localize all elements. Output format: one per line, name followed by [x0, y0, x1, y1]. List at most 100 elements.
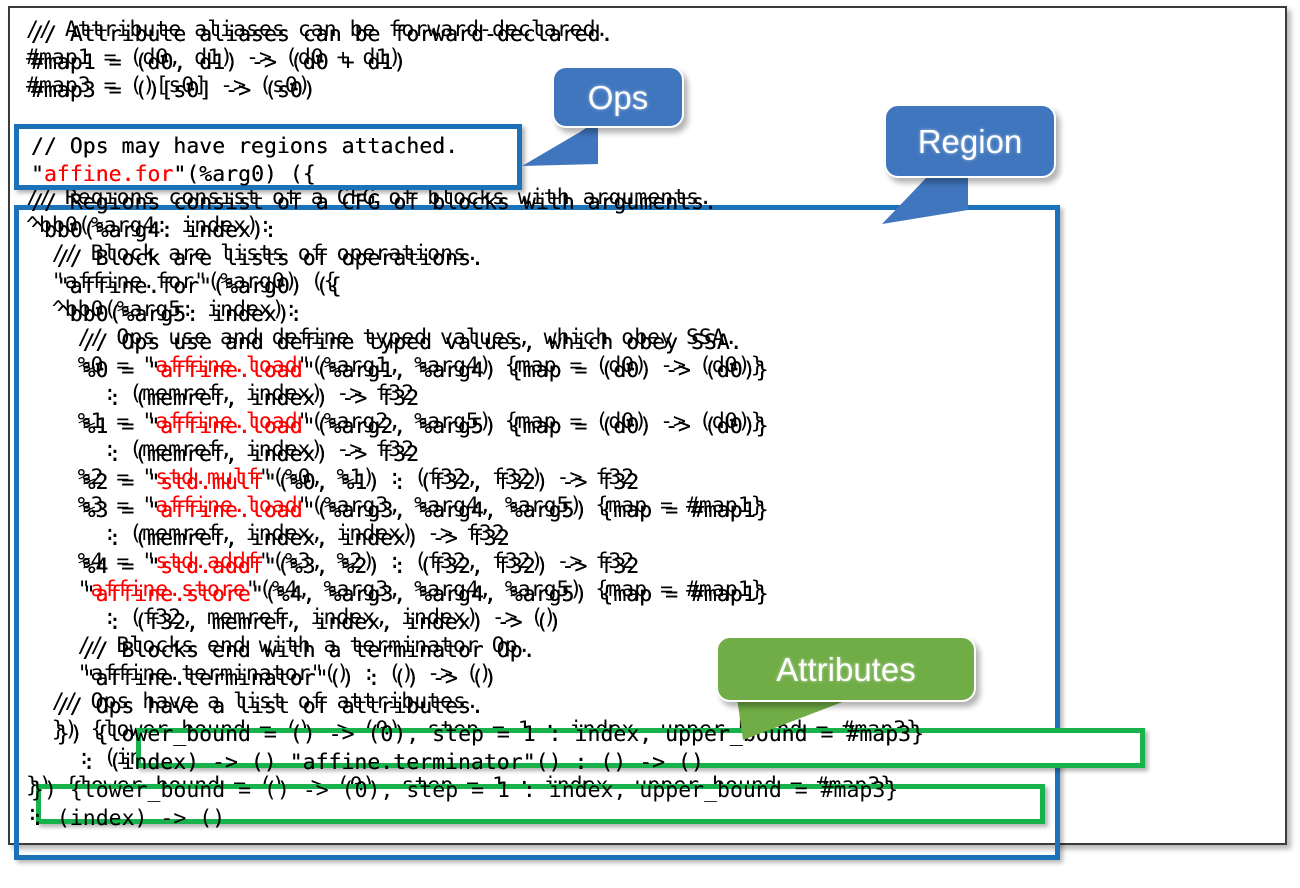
code-line: : (memref, index, index) -> f32: [108, 525, 509, 553]
code-line: %1 = "affine.load"(%arg2, %arg5) {map = …: [83, 413, 769, 441]
op-name: std.mulf: [160, 470, 264, 495]
code-text: "affine.terminator"() : () -> (): [77, 661, 492, 686]
op-name: std.mulf: [160, 470, 264, 495]
code-line: "affine.terminator"() : () -> (): [83, 665, 497, 693]
attributes-callout: Attributes: [716, 636, 976, 702]
code-text: // Ops use and define typed values, whic…: [82, 330, 743, 355]
code-text: ": [77, 577, 91, 602]
code-text: #map1 = (d0, d1) -> (d0 + d1): [26, 45, 402, 70]
code-line: // Block are lists of operations.: [52, 240, 479, 268]
code-line: : (memref, index) -> f32: [108, 385, 419, 413]
op-name: affine.load: [155, 493, 298, 518]
code-text: %4 = ": [77, 549, 156, 574]
code-text: // Ops have a list of attributes.: [56, 694, 484, 719]
code-text: #map1 = (d0, d1) -> (d0 + d1): [31, 50, 407, 75]
code-line: %1 = "affine.load"(%arg2, %arg5) {map = …: [78, 408, 764, 436]
code-text: "(%4, %arg3, %arg4, %arg5) {map = #map1}: [250, 582, 769, 607]
code-text: "(%arg1, %arg4) {map = (d0) -> (d0)}: [297, 353, 764, 378]
code-line: %3 = "affine.load"(%arg3, %arg4, %arg5) …: [83, 497, 769, 525]
code-line: // Ops have a list of attributes.: [57, 693, 484, 721]
code-text: // Block are lists of operations.: [51, 241, 479, 266]
code-line: : (memref, index, index) -> f32: [108, 525, 509, 553]
code-text: // Ops may have regions attached.: [31, 134, 459, 159]
code-text: : (memref, index) -> f32: [108, 386, 420, 411]
code-text: %2 = ": [77, 465, 156, 490]
code-text: : (memref, index, index) -> f32: [108, 526, 510, 551]
code-line: : (memref, index) -> f32: [108, 385, 419, 413]
op-name: affine.load: [160, 498, 303, 523]
code-text: ^bb0(%arg4: index):: [31, 218, 277, 243]
op-name: affine.load: [160, 358, 303, 383]
code-text: %2 = ": [82, 470, 161, 495]
code-text: %0 = ": [82, 358, 161, 383]
code-text: %1 = ": [82, 414, 161, 439]
code-line: // Blocks end with a terminator Op.: [83, 637, 536, 665]
code-text: "(%arg1, %arg4) {map = (d0) -> (d0)}: [302, 358, 769, 383]
code-line: : (memref, index) -> f32: [108, 441, 419, 469]
code-line: ^bb0(%arg4: index):: [31, 217, 277, 245]
code-line: ^bb0(%arg5: index):: [57, 301, 303, 329]
code-line: : (f32, memref, index, index) -> (): [108, 609, 561, 637]
code-text: %3 = ": [77, 493, 156, 518]
op-name: affine.load: [160, 498, 303, 523]
code-line: : (index) -> (): [31, 805, 225, 833]
code-text: "(%arg3, %arg4, %arg5) {map = #map1}: [297, 493, 764, 518]
code-text: %0 = ": [82, 358, 161, 383]
code-line: : (memref, index) -> f32: [103, 380, 414, 408]
code-text: "(%0, %1) : (f32, f32) -> f32: [263, 470, 640, 495]
code-line: // Block are lists of operations.: [57, 245, 484, 273]
code-line: // Ops may have regions attached.: [31, 133, 458, 161]
code-line: // Regions consist of a CFG of blocks wi…: [31, 189, 717, 217]
code-text: ^bb0(%arg5: index):: [56, 302, 303, 327]
code-line: ^bb0(%arg5: index):: [57, 301, 303, 329]
code-text: ": [82, 582, 96, 607]
code-line: // Attribute aliases can be forward-decl…: [31, 21, 613, 49]
code-line: : (memref, index) -> f32: [108, 441, 419, 469]
code-text: %1 = ": [82, 414, 161, 439]
code-line: ^bb0(%arg4: index):: [31, 217, 277, 245]
code-line: %0 = "affine.load"(%arg1, %arg4) {map = …: [83, 357, 769, 385]
code-text: : (index) -> () "affine.terminator"() : …: [82, 750, 704, 775]
code-text: // Blocks end with a terminator Op.: [82, 638, 536, 663]
code-text: : (f32, memref, index, index) -> (): [108, 610, 562, 635]
code-text: "(%arg2, %arg5) {map = (d0) -> (d0)}: [297, 409, 764, 434]
code-text: %2 = ": [82, 470, 161, 495]
code-text: : (memref, index) -> f32: [103, 381, 415, 406]
code-line: #map3 = ()[s0] -> (s0): [31, 77, 316, 105]
code-line: // Regions consist of a CFG of blocks wi…: [31, 189, 717, 217]
op-name: affine.load: [160, 414, 303, 439]
code-text: // Attribute aliases can be forward-decl…: [31, 22, 614, 47]
code-text: }) {lower_bound = () -> (0), step = 1 : …: [56, 722, 925, 747]
code-line: %0 = "affine.load"(%arg1, %arg4) {map = …: [83, 357, 769, 385]
code-line: %3 = "affine.load"(%arg3, %arg4, %arg5) …: [78, 492, 764, 520]
code-text: // Block are lists of operations.: [56, 246, 484, 271]
code-text: "(%arg1, %arg4) {map = (d0) -> (d0)}: [302, 358, 769, 383]
code-line: "affine.store"(%4, %arg3, %arg4, %arg5) …: [83, 581, 769, 609]
code-text: }) {lower_bound = () -> (0), step = 1 : …: [56, 722, 925, 747]
code-text: // Blocks end with a terminator Op.: [77, 633, 531, 658]
code-line: #map1 = (d0, d1) -> (d0 + d1): [31, 49, 406, 77]
code-line: // Attribute aliases can be forward-decl…: [26, 16, 608, 44]
code-line: // Blocks end with a terminator Op.: [83, 637, 536, 665]
code-line: "affine.for"(%arg0) ({: [57, 273, 342, 301]
code-text: : (f32, memref, index, index) -> (): [108, 610, 562, 635]
code-line: // Ops use and define typed values, whic…: [78, 324, 738, 352]
code-text: %2 = ": [82, 470, 161, 495]
op-name: affine.load: [160, 498, 303, 523]
code-text: #map3 = ()[s0] -> (s0): [31, 78, 316, 103]
code-line: %0 = "affine.load"(%arg1, %arg4) {map = …: [83, 357, 769, 385]
code-text: "(%0, %1) : (f32, f32) -> f32: [263, 470, 640, 495]
code-line: %4 = "std.addf"(%3, %2) : (f32, f32) -> …: [78, 548, 635, 576]
op-name: std.addf: [160, 554, 264, 579]
op-name: std.mulf: [160, 470, 264, 495]
code-text: : (f32, memref, index, index) -> (): [108, 610, 562, 635]
code-text: %4 = ": [82, 554, 161, 579]
code-text: : (memref, index, index) -> f32: [108, 526, 510, 551]
code-text: "(%4, %arg3, %arg4, %arg5) {map = #map1}: [250, 582, 769, 607]
code-line: #map1 = (d0, d1) -> (d0 + d1): [31, 49, 406, 77]
code-line: %1 = "affine.load"(%arg2, %arg5) {map = …: [83, 413, 769, 441]
code-text: // Ops have a list of attributes.: [51, 689, 479, 714]
code-line: : (index) -> () "affine.terminator"() : …: [83, 749, 704, 777]
code-text: // Regions consist of a CFG of blocks wi…: [31, 190, 718, 215]
code-text: "(%arg0) ({: [173, 162, 316, 187]
